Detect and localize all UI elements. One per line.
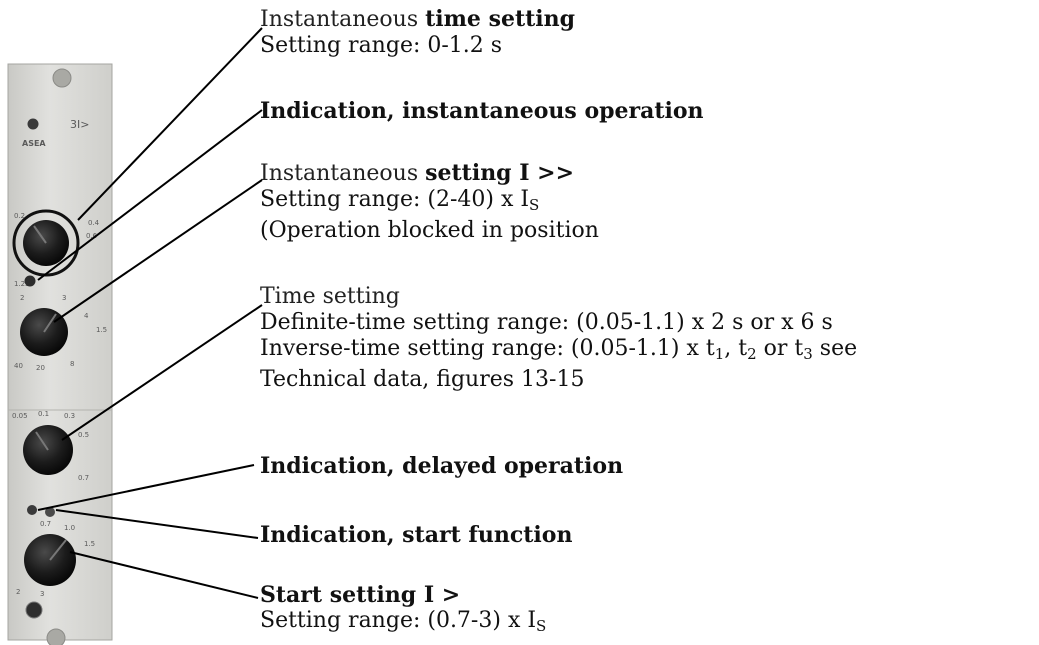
svg-text:0.2: 0.2	[14, 212, 25, 220]
leader-inst-time	[77, 27, 263, 221]
svg-text:2: 2	[20, 294, 24, 302]
svg-text:1.0: 1.0	[64, 524, 75, 532]
callout-time-setting: Time setting Definite-time setting range…	[260, 284, 857, 393]
svg-text:2: 2	[16, 588, 20, 596]
svg-text:8: 8	[70, 360, 74, 368]
svg-text:0.7: 0.7	[40, 520, 51, 528]
inst-setting-note: (Operation blocked in position	[260, 218, 599, 243]
leader-inst-setting	[53, 179, 263, 323]
code-label: 3I>	[70, 118, 89, 131]
inst-setting-title-a: Instantaneous	[260, 161, 426, 186]
top-screw	[52, 68, 72, 88]
time-setting-techdata: Technical data, figures 13-15	[260, 367, 585, 392]
svg-text:0.3: 0.3	[64, 412, 75, 420]
svg-text:0.6: 0.6	[86, 232, 98, 240]
led-start	[45, 507, 55, 517]
callout-inst-setting: Instantaneous setting I >> Setting range…	[260, 160, 599, 244]
time-setting-inverse-a: Inverse-time setting range: (0.05-1.1) x…	[260, 336, 715, 361]
inst-setting-title-b: setting I >>	[425, 160, 575, 186]
led-delayed	[27, 505, 37, 515]
time-setting-inverse-sub1: 1	[714, 345, 725, 363]
callout-delayed-indication: Indication, delayed operation	[260, 453, 623, 479]
time-setting-inverse-d: see	[812, 336, 858, 361]
start-indication-title: Indication, start function	[260, 522, 573, 548]
time-setting-definite: Definite-time setting range: (0.05-1.1) …	[260, 310, 833, 335]
callout-inst-indication: Indication, instantaneous operation	[260, 98, 704, 124]
inst-setting-range-sub: S	[529, 196, 540, 214]
inst-setting-range: Setting range: (2-40) x I	[260, 187, 530, 212]
leader-start-setting	[69, 551, 259, 599]
leader-inst-indication	[37, 109, 263, 281]
relay-front-panel: 3I> ASEA 0.4 0.2 0.6 1.2s 2 3 4 1.5 40 2…	[0, 60, 120, 645]
svg-text:4: 4	[84, 312, 89, 320]
delayed-indication-title: Indication, delayed operation	[260, 453, 624, 479]
time-setting-inverse-sub2: 2	[747, 345, 757, 363]
start-setting-title: Start setting I >	[260, 582, 461, 608]
leader-time-setting	[61, 304, 263, 441]
led-instantaneous	[24, 275, 36, 287]
svg-text:0.05: 0.05	[12, 412, 28, 420]
svg-text:1.2s: 1.2s	[14, 280, 29, 288]
callout-inst-time: Instantaneous time setting Setting range…	[260, 6, 575, 59]
svg-text:20: 20	[36, 364, 45, 372]
inst-time-title-a: Instantaneous	[260, 7, 426, 32]
time-setting-inverse-c: or t	[756, 336, 804, 361]
inst-indication-title: Indication, instantaneous operation	[260, 98, 704, 124]
time-setting-inverse-b: , t	[724, 336, 748, 361]
svg-text:3: 3	[62, 294, 66, 302]
svg-text:0.7: 0.7	[78, 474, 89, 482]
svg-text:1.5: 1.5	[84, 540, 95, 548]
inst-time-range: Setting range: 0-1.2 s	[260, 33, 503, 58]
callout-start-indication: Indication, start function	[260, 522, 572, 548]
brand-label: ASEA	[22, 139, 46, 148]
start-setting-range-sub: S	[536, 617, 547, 635]
svg-text:1.5: 1.5	[96, 326, 107, 334]
reset-button	[25, 601, 43, 619]
svg-text:40: 40	[14, 362, 23, 370]
start-setting-range: Setting range: (0.7-3) x I	[260, 608, 537, 633]
svg-text:0.1: 0.1	[38, 410, 49, 418]
svg-text:3: 3	[40, 590, 44, 598]
leader-delayed-indication	[37, 464, 255, 511]
inst-time-title-b: time setting	[425, 6, 576, 32]
time-setting-inverse-sub3: 3	[803, 345, 813, 363]
svg-text:0.4: 0.4	[88, 219, 100, 227]
top-led	[27, 118, 39, 130]
svg-text:0.5: 0.5	[78, 431, 89, 439]
leader-start-indication	[55, 509, 259, 539]
bottom-screw	[46, 628, 66, 645]
time-setting-title: Time setting	[260, 284, 400, 309]
callout-start-setting: Start setting I > Setting range: (0.7-3)…	[260, 582, 546, 639]
